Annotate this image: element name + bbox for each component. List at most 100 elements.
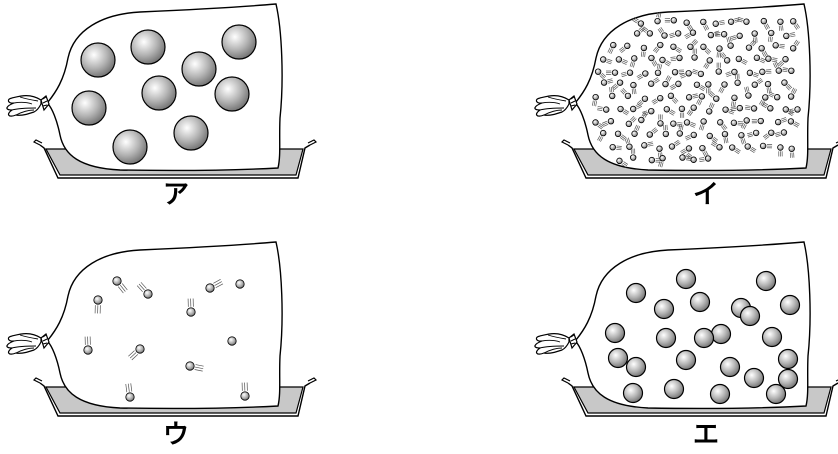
motion-line: [125, 383, 128, 393]
motion-line: [685, 34, 690, 38]
motion-line: [681, 151, 687, 155]
motion-line: [743, 138, 747, 144]
particle: [693, 327, 715, 349]
motion-line: [684, 134, 690, 138]
motion-line: [616, 148, 622, 151]
particle: [690, 131, 697, 139]
motion-line: [759, 60, 765, 64]
motion-line: [758, 80, 764, 85]
motion-line: [600, 137, 604, 142]
motion-line: [789, 111, 795, 114]
particle: [622, 382, 644, 404]
panel-label-a: ア: [163, 180, 189, 210]
motion-line: [634, 124, 638, 130]
motion-line: [213, 279, 221, 284]
motion-line: [725, 72, 731, 76]
motion-line: [602, 122, 608, 126]
motion-line: [763, 101, 769, 106]
particle: [662, 130, 670, 138]
particle: [93, 295, 103, 305]
particle: [676, 54, 683, 62]
motion-line: [616, 145, 622, 147]
particle: [735, 55, 743, 63]
motion-line: [700, 84, 706, 89]
particle: [777, 348, 799, 370]
motion-line: [762, 103, 768, 107]
particle: [594, 68, 602, 75]
panel-e: [534, 241, 838, 417]
motion-line: [702, 152, 706, 157]
motion-line: [751, 146, 757, 151]
particle: [640, 44, 648, 52]
motion-line: [702, 125, 705, 131]
motion-line: [763, 25, 767, 30]
motion-line: [769, 91, 775, 95]
motion-line: [652, 99, 658, 104]
motion-line: [640, 51, 643, 57]
particle: [716, 45, 723, 52]
motion-line: [794, 122, 799, 127]
particle: [670, 120, 677, 127]
motion-line: [621, 134, 627, 139]
motion-line: [642, 27, 648, 32]
particle: [668, 143, 676, 150]
motion-line: [775, 133, 781, 136]
motion-line: [763, 51, 767, 57]
motion-line: [117, 286, 124, 294]
particle: [659, 56, 666, 64]
particle: [130, 29, 166, 65]
motion-line: [653, 77, 658, 81]
motion-line: [728, 112, 734, 115]
motion-line: [760, 59, 766, 62]
motion-line: [750, 148, 756, 152]
particle: [617, 105, 624, 113]
motion-line: [774, 62, 778, 68]
motion-line: [597, 109, 603, 111]
motion-line: [794, 89, 798, 95]
motion-line: [631, 117, 636, 122]
motion-line: [699, 124, 702, 130]
particle: [112, 276, 122, 286]
particle: [707, 31, 715, 39]
motion-line: [730, 101, 733, 107]
motion-line: [653, 129, 659, 134]
motion-line: [719, 54, 724, 59]
motion-line: [128, 350, 135, 357]
motion-line: [658, 64, 661, 70]
motion-line: [600, 74, 605, 79]
particle: [633, 30, 641, 37]
motion-line: [788, 83, 793, 89]
particle: [736, 104, 744, 112]
motion-line: [608, 48, 612, 54]
motion-line: [742, 58, 748, 62]
motion-line: [731, 109, 737, 112]
particle: [691, 54, 698, 61]
motion-line: [692, 68, 698, 72]
motion-line: [704, 25, 708, 31]
motion-line: [622, 88, 627, 93]
motion-line: [712, 140, 718, 145]
particle: [727, 18, 735, 25]
motion-line: [670, 85, 676, 89]
motion-line: [620, 90, 625, 95]
particle: [767, 105, 774, 112]
particle: [638, 116, 645, 124]
motion-line: [729, 36, 732, 42]
motion-line: [723, 124, 728, 129]
motion-line: [710, 91, 715, 96]
particle: [71, 90, 107, 126]
motion-line: [708, 93, 713, 98]
particles: [592, 11, 801, 168]
particle: [205, 283, 215, 293]
motion-line: [772, 59, 778, 61]
particle: [654, 69, 662, 77]
motion-line: [661, 162, 664, 168]
motion-line: [215, 283, 224, 289]
motion-line: [616, 147, 622, 149]
particle: [609, 92, 616, 100]
particle: [592, 93, 599, 101]
motion-line: [741, 61, 747, 65]
particle: [654, 17, 661, 25]
particle: [736, 32, 743, 40]
particle: [709, 383, 731, 405]
